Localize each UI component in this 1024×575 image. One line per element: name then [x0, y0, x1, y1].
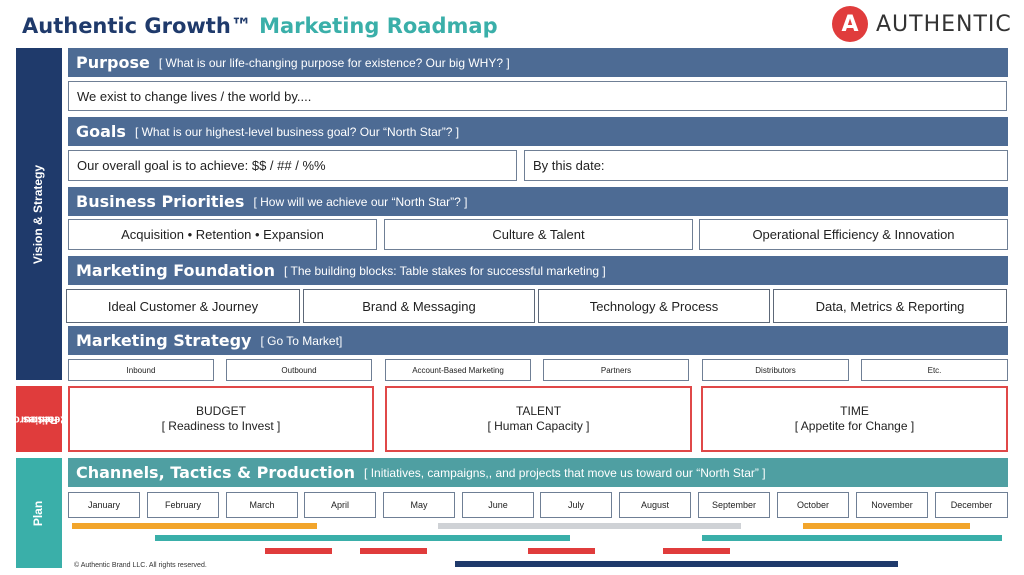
strategy-prompt: [ Go To Market]	[260, 333, 343, 348]
copyright: © Authentic Brand LLC. All rights reserv…	[74, 562, 207, 569]
month-march: March	[226, 492, 298, 518]
timeline-bar	[528, 548, 595, 554]
side-label-vision: Vision & Strategy	[16, 48, 62, 380]
priority-box: Operational Efficiency & Innovation	[699, 219, 1008, 250]
month-january: January	[68, 492, 140, 518]
timeline-bar	[360, 548, 427, 554]
goals-header: Goals [ What is our highest-level busine…	[68, 117, 1008, 146]
month-may: May	[383, 492, 455, 518]
month-june: June	[462, 492, 534, 518]
purpose-statement-field[interactable]: We exist to change lives / the world by.…	[68, 81, 1007, 111]
title-main: Authentic Growth™	[22, 14, 252, 38]
logo-icon: A	[832, 6, 868, 42]
timeline-bar	[438, 523, 741, 529]
channels-prompt: [ Initiatives, campaigns,, and projects …	[364, 465, 766, 480]
resource-budget: BUDGET [ Readiness to Invest ]	[68, 386, 374, 452]
strategy-header: Marketing Strategy [ Go To Market]	[68, 326, 1008, 355]
month-october: October	[777, 492, 849, 518]
priority-box: Culture & Talent	[384, 219, 693, 250]
strategy-item: Outbound	[226, 359, 372, 381]
channels-heading: Channels, Tactics & Production	[76, 463, 356, 482]
resource-talent: TALENT [ Human Capacity ]	[385, 386, 692, 452]
goals-prompt: [ What is our highest-level business goa…	[134, 124, 460, 139]
strategy-item: Inbound	[68, 359, 214, 381]
timeline-bar	[265, 548, 332, 554]
month-april: April	[304, 492, 376, 518]
foundation-heading: Marketing Foundation	[76, 261, 276, 280]
timeline-bar	[702, 535, 1002, 541]
month-november: November	[856, 492, 928, 518]
channels-header: Channels, Tactics & Production [ Initiat…	[68, 458, 1008, 487]
timeline-bar	[663, 548, 730, 554]
timeline-bar	[455, 561, 898, 567]
month-august: August	[619, 492, 691, 518]
priorities-header: Business Priorities [ How will we achiev…	[68, 187, 1008, 216]
timeline-bar	[72, 523, 317, 529]
goal-overall-field[interactable]: Our overall goal is to achieve: $$ / ## …	[68, 150, 517, 181]
strategy-item: Etc.	[861, 359, 1008, 381]
foundation-prompt: [ The building blocks: Table stakes for …	[284, 263, 606, 278]
foundation-header: Marketing Foundation [ The building bloc…	[68, 256, 1008, 285]
purpose-heading: Purpose	[76, 53, 150, 72]
resource-line2: Realities	[22, 413, 69, 426]
priorities-prompt: [ How will we achieve our “North Star”? …	[253, 194, 468, 209]
month-july: July	[540, 492, 612, 518]
priorities-heading: Business Priorities	[76, 192, 245, 211]
foundation-block: Data, Metrics & Reporting	[773, 289, 1007, 323]
strategy-heading: Marketing Strategy	[76, 331, 252, 350]
month-december: December	[935, 492, 1008, 518]
purpose-prompt: [ What is our life-changing purpose for …	[158, 55, 510, 70]
title-accent: Marketing Roadmap	[259, 14, 498, 38]
side-label-plan: Plan	[16, 458, 62, 568]
logo-text: AUTHENTIC	[876, 11, 1012, 37]
priority-box: Acquisition • Retention • Expansion	[68, 219, 377, 250]
strategy-item: Account-Based Marketing	[385, 359, 531, 381]
goals-heading: Goals	[76, 122, 126, 141]
purpose-header: Purpose [ What is our life-changing purp…	[68, 48, 1008, 77]
month-september: September	[698, 492, 770, 518]
goal-date-field[interactable]: By this date:	[524, 150, 1008, 181]
timeline-bar	[155, 535, 570, 541]
strategy-item: Distributors	[702, 359, 849, 381]
resource-time: TIME [ Appetite for Change ]	[701, 386, 1008, 452]
month-february: February	[147, 492, 219, 518]
strategy-item: Partners	[543, 359, 689, 381]
foundation-block: Technology & Process	[538, 289, 770, 323]
page-title: Authentic Growth™ Marketing Roadmap	[22, 14, 498, 38]
foundation-block: Brand & Messaging	[303, 289, 535, 323]
brand-logo: A AUTHENTIC	[832, 6, 1012, 42]
timeline-bar	[803, 523, 970, 529]
foundation-block: Ideal Customer & Journey	[66, 289, 300, 323]
